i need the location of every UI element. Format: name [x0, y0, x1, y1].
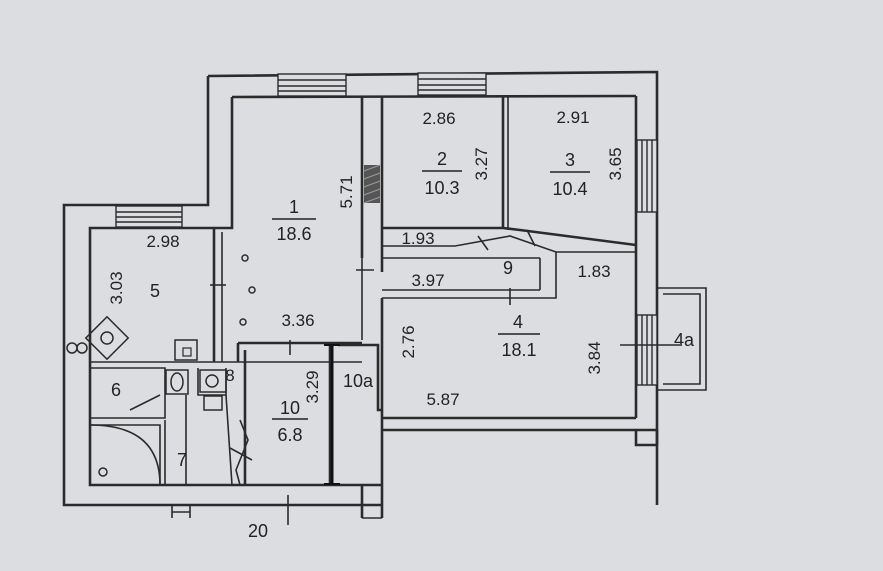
room-4-extra: 2.76: [399, 325, 418, 358]
room-2-length: 3.27: [472, 147, 491, 180]
outer-walls: [62, 70, 659, 518]
room-4-length: 3.84: [585, 341, 604, 374]
room-2-area: 10.3: [424, 178, 459, 198]
room-10-length: 3.29: [303, 370, 322, 403]
footer-number: 20: [248, 521, 268, 541]
window-top-room2: [417, 72, 487, 96]
room-1-area: 18.6: [276, 224, 311, 244]
room-2-width: 2.86: [422, 109, 455, 128]
window-top-room1: [277, 73, 347, 97]
bottom-ticks: [171, 495, 382, 525]
interior-walls: [90, 96, 637, 486]
door-swings: [89, 229, 680, 486]
balcony-4a-number: 4a: [674, 330, 695, 350]
room-1-number: 1: [289, 197, 299, 217]
room-2-number: 2: [437, 149, 447, 169]
room-5-number: 5: [150, 281, 160, 301]
room-3-area: 10.4: [552, 179, 587, 199]
room-3-length: 3.65: [606, 147, 625, 180]
room-1-length: 5.71: [337, 175, 356, 208]
window-top-room5: [115, 205, 183, 228]
room-4-width: 5.87: [426, 390, 459, 409]
room-10a-number: 10a: [343, 371, 374, 391]
room-5-length: 3.03: [107, 271, 126, 304]
room-3-width: 2.91: [556, 108, 589, 127]
room-10-number: 10: [280, 398, 300, 418]
balcony-4a: [657, 287, 707, 391]
room-10-area: 6.8: [277, 425, 302, 445]
corridor-9-number: 9: [503, 258, 513, 278]
room-4-area: 18.1: [501, 340, 536, 360]
room-6-number: 6: [111, 380, 121, 400]
room-3-number: 3: [565, 150, 575, 170]
room-4-extra2: 1.83: [577, 262, 610, 281]
room-1-width: 3.36: [281, 311, 314, 330]
room-7-number: 7: [177, 450, 187, 470]
corridor-9-width: 1.93: [401, 229, 434, 248]
window-right-room4: [636, 314, 658, 386]
labels: 1 18.6 3.36 5.71 2.86 2 10.3 3.27 2.91 3…: [107, 108, 695, 541]
window-right-room3: [636, 139, 658, 213]
room-4-number: 4: [513, 312, 523, 332]
room-8-number: 8: [225, 366, 234, 385]
room-5-width: 2.98: [146, 232, 179, 251]
corridor-9-length: 3.97: [411, 271, 444, 290]
fixtures: [66, 254, 256, 477]
